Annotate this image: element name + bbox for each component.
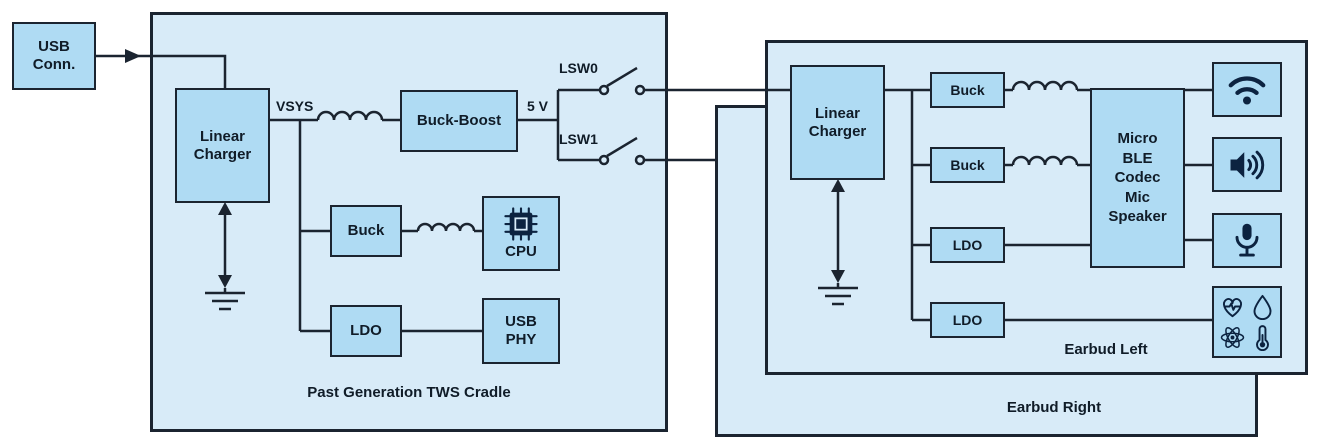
usb-phy-box: USB PHY <box>482 298 560 364</box>
switch-blade <box>606 66 638 88</box>
ground-symbol <box>818 283 858 306</box>
microphone-icon <box>1235 223 1259 257</box>
earbud-left-title: Earbud Left <box>1064 341 1148 358</box>
cradle-container <box>150 12 668 432</box>
inductor-symbol <box>316 110 384 121</box>
lsw0-switch <box>558 66 790 96</box>
switch-contact <box>598 84 610 96</box>
switch-contact <box>598 154 610 166</box>
speaker-icon <box>1230 150 1265 179</box>
inductor-symbol <box>1011 155 1079 166</box>
inductor-symbol <box>1011 80 1079 91</box>
lsw0-label: LSW0 <box>559 60 598 76</box>
cpu-chip-icon <box>504 206 538 241</box>
vsys-rail <box>270 110 400 122</box>
cpu-label: CPU <box>505 242 537 260</box>
cradle-linear-charger-box: Linear Charger <box>175 88 270 203</box>
sensor-cluster-box <box>1212 286 1282 358</box>
arrow-down-icon <box>831 270 845 283</box>
earbud-battery-ground-symbol <box>818 179 858 306</box>
cradle-rails <box>298 120 482 333</box>
droplet-icon <box>1253 294 1271 320</box>
five-v-rail <box>518 90 560 160</box>
speaker-peripheral-box <box>1212 137 1282 192</box>
vsys-label: VSYS <box>276 98 314 114</box>
arrow-right-icon <box>125 49 141 63</box>
cradle-buck-box: Buck <box>330 205 402 257</box>
cpu-box: CPU <box>482 196 560 271</box>
microphone-peripheral-box <box>1212 213 1282 268</box>
wifi-peripheral-box <box>1212 62 1282 117</box>
cradle-battery-ground-symbol <box>205 202 245 311</box>
cradle-ldo-box: LDO <box>330 305 402 357</box>
usb-connector-box: USB Conn. <box>12 22 96 90</box>
atom-icon <box>1220 327 1244 348</box>
earbud-linear-charger-box: Linear Charger <box>790 65 885 180</box>
soc-box: Micro BLE Codec Mic Speaker <box>1090 88 1185 268</box>
five-v-label: 5 V <box>527 98 549 114</box>
earbud-buck-mid-box: Buck <box>930 147 1005 183</box>
earbud-right-title: Earbud Right <box>1006 399 1102 416</box>
lsw1-label: LSW1 <box>559 131 598 147</box>
switch-blade <box>606 136 638 158</box>
cradle-title: Past Generation TWS Cradle <box>307 384 511 401</box>
earbud-ldo-bottom-box: LDO <box>930 302 1005 338</box>
wifi-icon <box>1228 75 1266 105</box>
buck-boost-box: Buck-Boost <box>400 90 518 152</box>
earbud-rails <box>885 80 1212 322</box>
earbud-buck-top-box: Buck <box>930 72 1005 108</box>
cpu-icon-wrap: CPU <box>504 206 538 261</box>
arrow-up-icon <box>831 179 845 192</box>
switch-contact <box>634 154 646 166</box>
arrow-down-icon <box>218 275 232 288</box>
thermometer-icon <box>1255 325 1269 351</box>
usb-feed-wire <box>96 49 227 88</box>
lsw1-switch <box>558 136 715 166</box>
ground-symbol <box>205 288 245 311</box>
switch-contact <box>634 84 646 96</box>
heart-pulse-icon <box>1222 298 1242 318</box>
earbud-ldo-mid-box: LDO <box>930 227 1005 263</box>
inductor-symbol <box>416 222 476 232</box>
arrow-up-icon <box>218 202 232 215</box>
